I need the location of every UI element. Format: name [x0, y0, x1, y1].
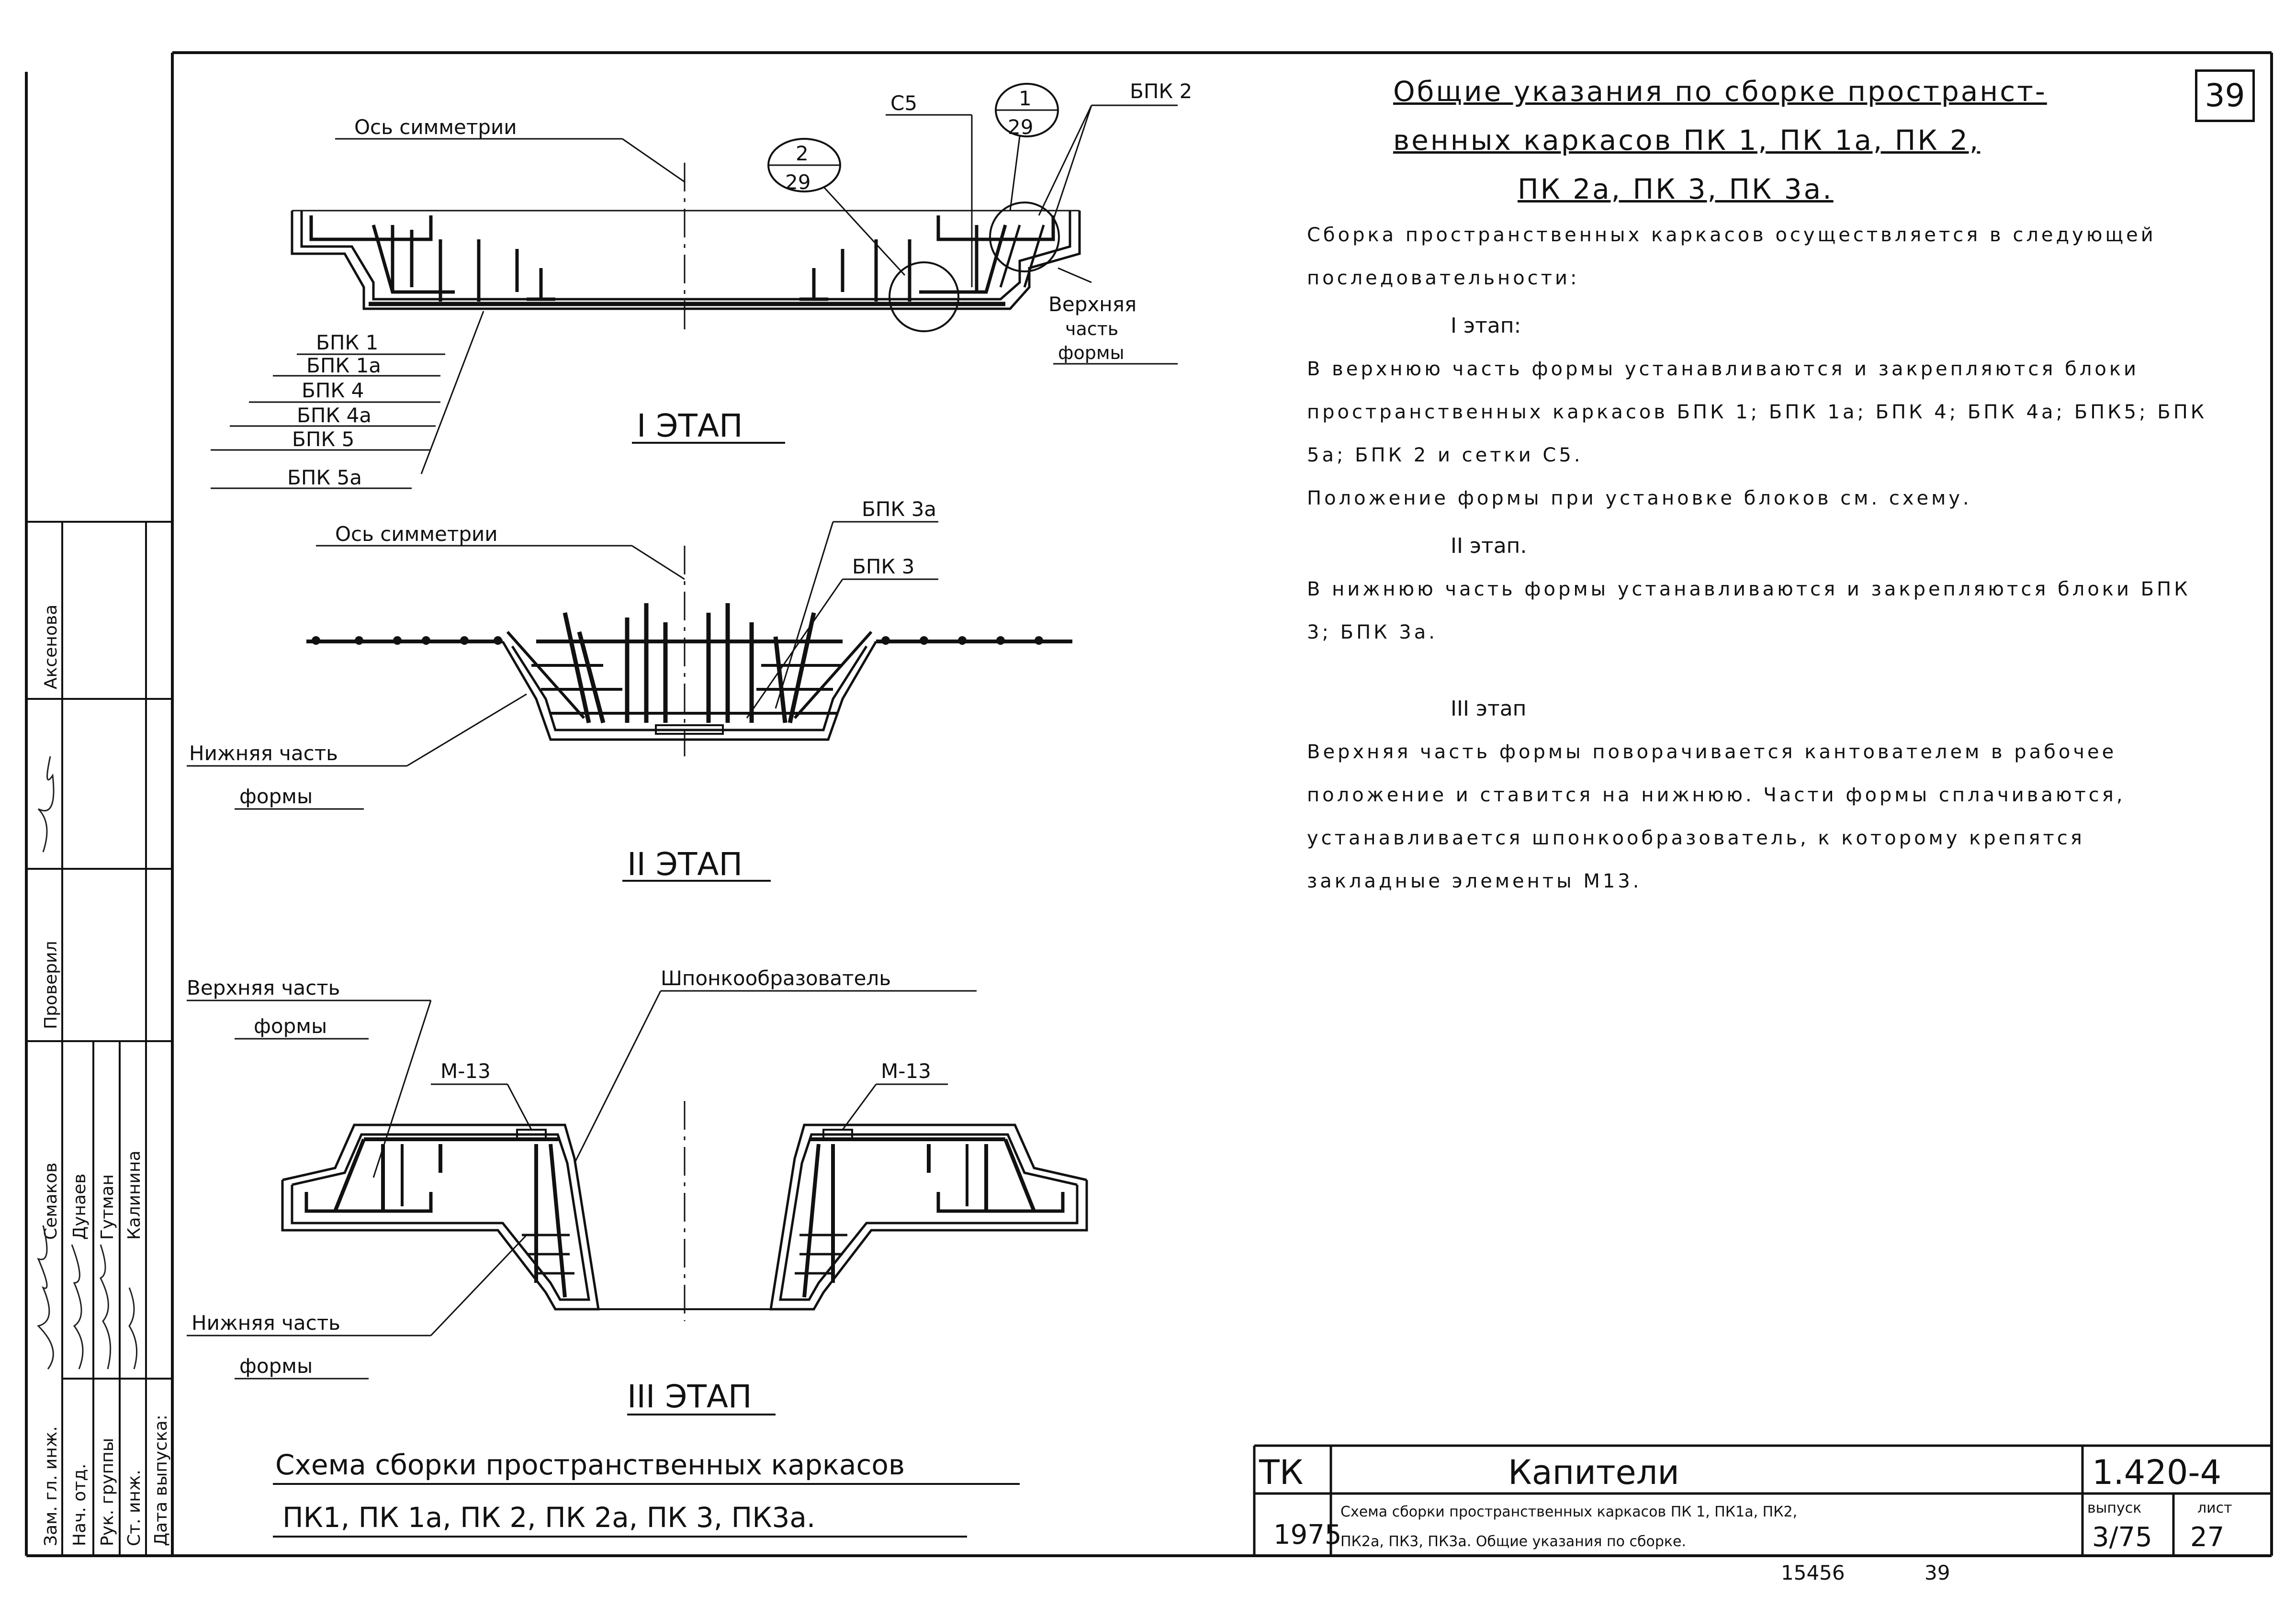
stamp-role-2: Нач. отд. [70, 1463, 90, 1546]
tb-product: Капители [1508, 1453, 1679, 1492]
stamp-role-3: Рук. группы [98, 1438, 117, 1546]
block-bpk5: БПК 5 [292, 427, 354, 451]
block-bpk4: БПК 4 [302, 379, 364, 402]
stage1-c5-label: С5 [890, 91, 917, 115]
callout1-den: 29 [1008, 115, 1033, 139]
notes-title-1: Общие указания по сборке пространст- [1393, 75, 2047, 108]
block-bpk1: БПК 1 [316, 331, 378, 354]
footer-page: 39 [1925, 1561, 1950, 1584]
stage1-axis-label: Ось симметрии [354, 115, 517, 139]
stage3-bottom-part-2: формы [239, 1354, 313, 1378]
caption-line2: ПК1, ПК 1а, ПК 2, ПК 2а, ПК 3, ПК3а. [282, 1501, 815, 1534]
stage2-axis-label: Ось симметрии [335, 522, 498, 546]
sheet-frame [25, 51, 2273, 1557]
notes-stage2-head: II этап. [1451, 534, 1527, 558]
tb-issue-label: выпуск [2087, 1500, 2141, 1516]
stage3-top-part-1: Верхняя часть [187, 976, 340, 1000]
notes-intro: Сборка пространственных каркасов осущест… [1307, 224, 2156, 289]
stage2-labels: Ось симметрии БПК 3а БПК 3 Нижняя часть … [189, 497, 936, 883]
notes-stage3-head: III этап [1451, 696, 1527, 721]
stage2-bottom-part-2: формы [239, 785, 313, 808]
footer-inventory: 15456 [1781, 1561, 1845, 1584]
stamp-checked-name: Аксенова [41, 605, 61, 689]
stage1-bpk2-label: БПК 2 [1130, 79, 1192, 103]
notes-stage1-text: В верхнюю часть формы устанавливаются и … [1307, 358, 2207, 466]
stamp-name-1: Семаков [41, 1163, 61, 1240]
block-bpk5a: БПК 5а [287, 466, 362, 489]
callout2-den: 29 [785, 170, 810, 194]
stage1-drawing [211, 83, 1178, 489]
block-bpk4a: БПК 4а [297, 404, 371, 427]
stamp-role-5: Дата выпуска: [151, 1415, 171, 1546]
signatures [37, 756, 138, 1370]
stamp-checked: Проверил [41, 941, 61, 1029]
stage2-bpk3a-label: БПК 3а [862, 497, 936, 521]
notes-stage2-text: В нижнюю часть формы устанавливаются и з… [1307, 578, 2191, 643]
stamp-name-2: Дунаев [70, 1174, 90, 1240]
callout2-num: 2 [796, 142, 809, 165]
m13-left-label: М-13 [440, 1059, 491, 1083]
stage2-title: II ЭТАП [627, 846, 743, 883]
callout1-num: 1 [1019, 87, 1032, 110]
stamp-role-1: Зам. гл. инж. [41, 1426, 61, 1546]
side-stamp-text: Зам. гл. инж. Нач. отд. Рук. группы Ст. … [41, 605, 171, 1546]
stage1-title: I ЭТАП [637, 407, 743, 444]
stamp-role-4: Ст. инж. [124, 1470, 144, 1546]
footer: 15456 39 [1781, 1561, 1950, 1584]
sheet-number: 39 [2195, 69, 2255, 122]
key-former-label: Шпонкообразователь [661, 966, 891, 990]
stage3-drawing [187, 990, 1088, 1538]
notes-stage1-head: I этап: [1451, 314, 1521, 338]
tb-series: ТК [1259, 1453, 1303, 1492]
notes-title-3: ПК 2а, ПК 3, ПК 3а. [1518, 173, 1834, 205]
stage3-bottom-part-1: Нижняя часть [191, 1311, 340, 1335]
block-bpk1a: БПК 1а [306, 354, 381, 377]
tb-year: 1975 [1273, 1519, 1342, 1550]
notes-stage3-text: Верхняя часть формы поворачивается канто… [1307, 741, 2126, 892]
tb-desc-2: ПК2а, ПК3, ПК3а. Общие указания по сборк… [1340, 1533, 1686, 1550]
stage2-bpk3-label: БПК 3 [852, 555, 914, 578]
top-part-line3: формы [1058, 342, 1125, 363]
stage3-top-part-2: формы [254, 1014, 327, 1038]
notes-stage1-note: Положение формы при установке блоков см.… [1307, 487, 1972, 509]
notes-title-2: венных каркасов ПК 1, ПК 1а, ПК 2, [1393, 124, 1981, 157]
top-part-line1: Верхняя [1048, 292, 1137, 316]
tb-sheet-label: лист [2197, 1500, 2232, 1516]
stage3-labels: Верхняя часть формы Шпонкообразователь М… [187, 966, 931, 1534]
tb-sheet-value: 27 [2190, 1522, 2224, 1553]
stage3-title: III ЭТАП [627, 1378, 752, 1415]
caption-line1: Схема сборки пространственных каркасов [275, 1449, 905, 1481]
top-part-line2: часть [1065, 318, 1118, 339]
tb-issue-value: 3/75 [2092, 1522, 2152, 1553]
stamp-name-3: Гутман [98, 1174, 117, 1240]
general-notes: Общие указания по сборке пространст- вен… [1307, 67, 2217, 903]
stage2-bottom-part-1: Нижняя часть [189, 741, 338, 765]
title-block [1253, 1444, 2272, 1556]
stamp-name-4: Калинина [124, 1150, 144, 1240]
tb-code: 1.420-4 [2092, 1453, 2221, 1492]
m13-right-label: М-13 [881, 1059, 931, 1083]
tb-desc-1: Схема сборки пространственных каркасов П… [1340, 1504, 1797, 1520]
side-stamp [26, 521, 172, 1556]
stage2-drawing [187, 521, 1072, 882]
title-block-text: ТК 1975 Капители 1.420-4 Схема сборки пр… [1259, 1453, 2232, 1553]
stage1-labels: Ось симметрии С5 2 29 1 29 БПК 2 Верхняя… [287, 79, 1192, 489]
